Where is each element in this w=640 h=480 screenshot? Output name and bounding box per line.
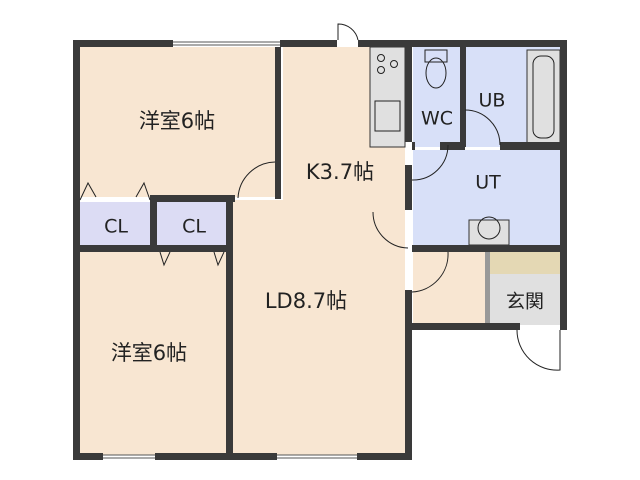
- entrance-step: [485, 250, 490, 326]
- walls: [73, 40, 567, 460]
- closet-1-label: CL: [104, 216, 128, 238]
- ld-door-icon: [411, 251, 449, 293]
- wc-door-icon: [411, 144, 449, 181]
- back-door-icon: [337, 23, 359, 41]
- kitchen-door-icon: [372, 211, 409, 249]
- bathtub-icon: [526, 49, 561, 146]
- washbasin-icon: [468, 219, 510, 246]
- bedroom-door-icon: [237, 161, 276, 199]
- western-room-2-label: 洋室6帖: [111, 341, 187, 365]
- stove-burner-icon: [377, 66, 385, 74]
- toilet-label: WC: [421, 108, 453, 130]
- utility-label: UT: [475, 172, 501, 194]
- closet-door-icon: [79, 181, 151, 201]
- toilet-floor: [413, 47, 460, 147]
- front-door-icon: [516, 329, 561, 371]
- western-room-1-label: 洋室6帖: [139, 109, 215, 133]
- bathtub-inner-icon: [532, 55, 555, 139]
- bath-door-icon: [464, 109, 501, 146]
- toilet-icon: [425, 57, 447, 89]
- washbasin-bowl-icon: [477, 216, 501, 240]
- closet-1-floor: [80, 202, 150, 247]
- living-dining-label: LD8.7帖: [265, 289, 347, 313]
- western-room-2-floor: [80, 252, 228, 455]
- closet-door-icon: [159, 251, 225, 267]
- door-swings: [79, 23, 561, 371]
- stove-burner-icon: [377, 54, 385, 62]
- sink-icon: [374, 100, 401, 132]
- toilet-tank-icon: [424, 49, 448, 63]
- kitchen-counter: [369, 46, 406, 148]
- shoe-shelf: [490, 252, 562, 274]
- living-dining-floor: [233, 200, 405, 455]
- bath-label: UB: [479, 90, 506, 112]
- kitchen-label: K3.7帖: [306, 160, 374, 184]
- closet-2-label: CL: [182, 216, 206, 238]
- western-room-1-floor: [80, 47, 278, 197]
- windows: [103, 41, 357, 459]
- entrance-label: 玄関: [506, 291, 544, 313]
- stove-burner-icon: [390, 60, 398, 68]
- closet-2-floor: [157, 202, 228, 247]
